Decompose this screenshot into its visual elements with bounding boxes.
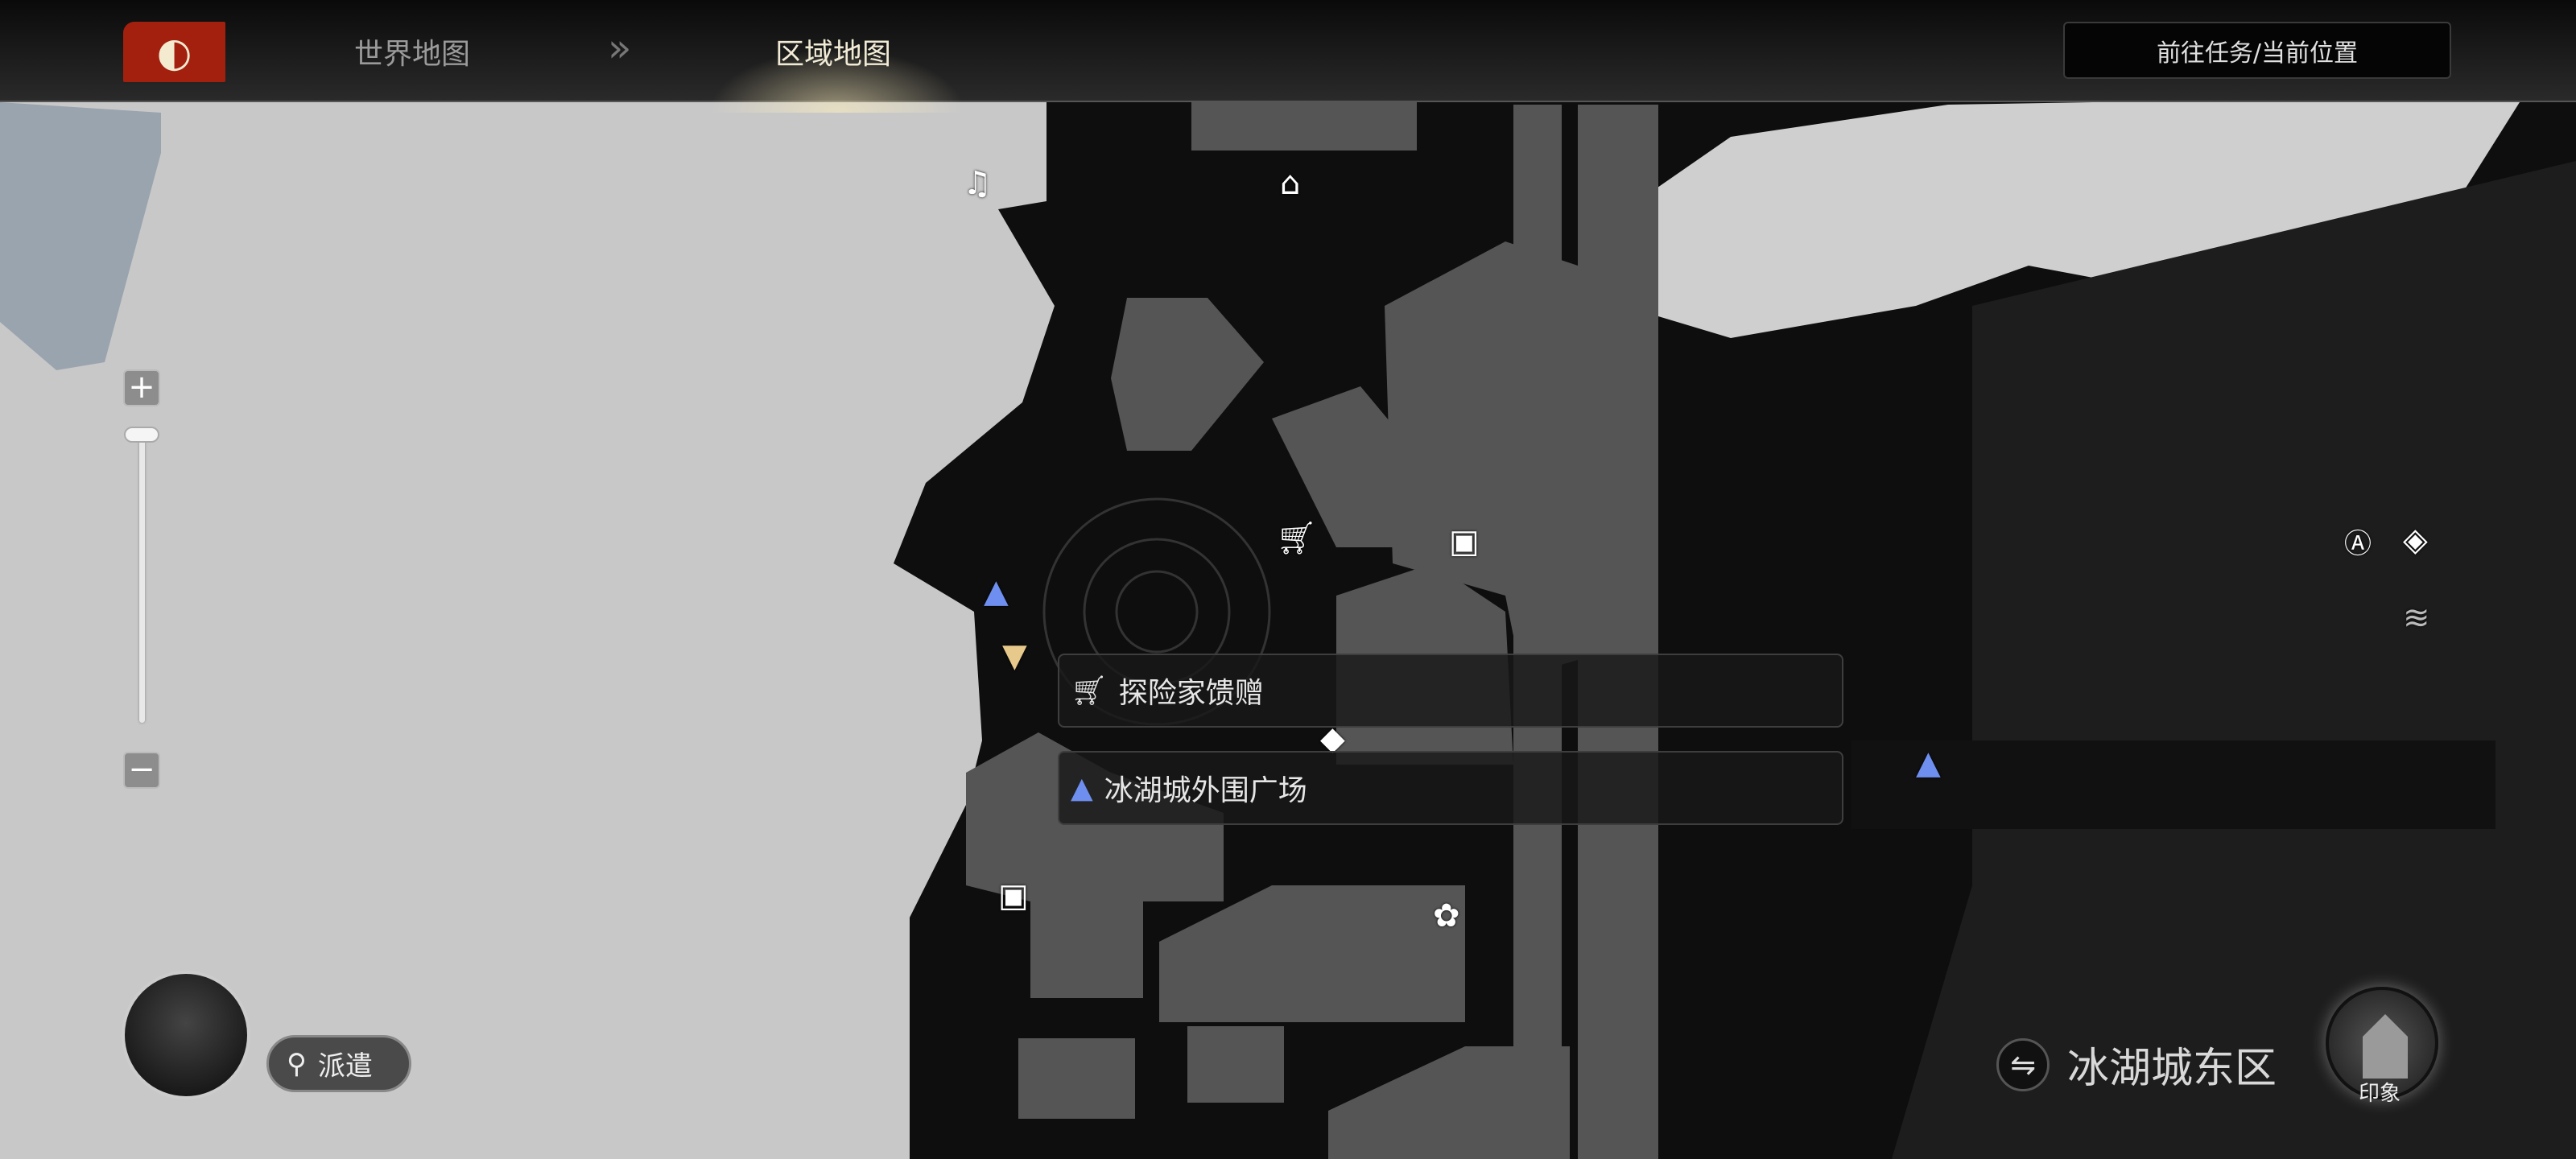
compass-north-icon[interactable]: Ⓐ [2344,528,2372,560]
shop-cart-icon[interactable]: 🛒︎ [1276,520,1317,557]
tab-world-map[interactable]: 世界地图 [354,38,471,71]
zoom-slider[interactable] [139,435,145,723]
player-location-icon[interactable]: ▼ [1002,637,1027,674]
dispatch-button[interactable]: ⚲ 派遣 [266,1035,411,1092]
swap-arrows-icon[interactable]: ⇋ [1996,1037,2050,1091]
zoom-in-button[interactable]: + [123,369,160,406]
music-venue-icon[interactable]: ♫ [963,165,992,202]
workbench-icon[interactable]: ▣ [998,877,1029,914]
map-marker-list-item[interactable]: 🛒︎ 探险家馈赠 [1058,654,1843,728]
map-terrain-left-top [0,102,161,370]
shop-cart-icon: 🛒︎ [1071,674,1108,707]
marker-label: 探险家馈赠 [1118,677,1264,710]
map-marker-list-item[interactable]: ▲ 冰湖城外围广场 [1058,751,1843,825]
logo-icon: ◐ [156,28,192,76]
top-bar: ◐ 世界地图 » 区域地图 前往任务/当前位置 [0,0,2576,113]
region-name: 冰湖城东区 [2067,1045,2277,1093]
game-logo-menu-button[interactable]: ◐ [123,22,225,82]
marker-label: 冰湖城外围广场 [1104,774,1307,807]
teleport-waypoint-icon[interactable]: ▲ [1916,744,1941,782]
city-avatar-button[interactable] [122,971,250,1099]
active-tab-glow [708,48,966,113]
teleport-waypoint-icon[interactable]: ▲ [984,573,1009,610]
map-right-dark [1892,161,2576,1159]
layers-icon[interactable]: ≋ [2403,600,2430,637]
map-buildings [966,102,1658,1159]
workbench-icon[interactable]: ▣ [1449,523,1480,560]
teleport-waypoint-icon: ▲ [1071,771,1093,805]
dispatch-label: 派遣 [317,1050,373,1083]
zoom-slider-handle[interactable] [124,427,159,443]
tab-region-map[interactable]: 区域地图 [775,38,892,71]
floor-layers-icon[interactable]: ◈ [2403,522,2428,559]
plant-icon[interactable]: ✿ [1433,897,1460,934]
zoom-out-button[interactable]: − [123,752,160,789]
map-light-terrain [0,102,1055,1159]
dungeon-gate-icon[interactable]: ⌂ [1280,165,1301,202]
impression-button[interactable] [2326,987,2438,1099]
impression-label: 印象 [2359,1082,2401,1106]
chevron-right-icon: » [608,26,632,71]
map-east-road [1852,740,2496,829]
region-switcher[interactable]: ⇋ 冰湖城东区 [1996,1034,2277,1095]
house-icon [2363,1014,2408,1079]
map-snow-area [1626,102,2520,338]
dispatch-person-icon: ⚲ [287,1047,307,1080]
goto-quest-location-button[interactable]: 前往任务/当前位置 [2063,22,2451,79]
